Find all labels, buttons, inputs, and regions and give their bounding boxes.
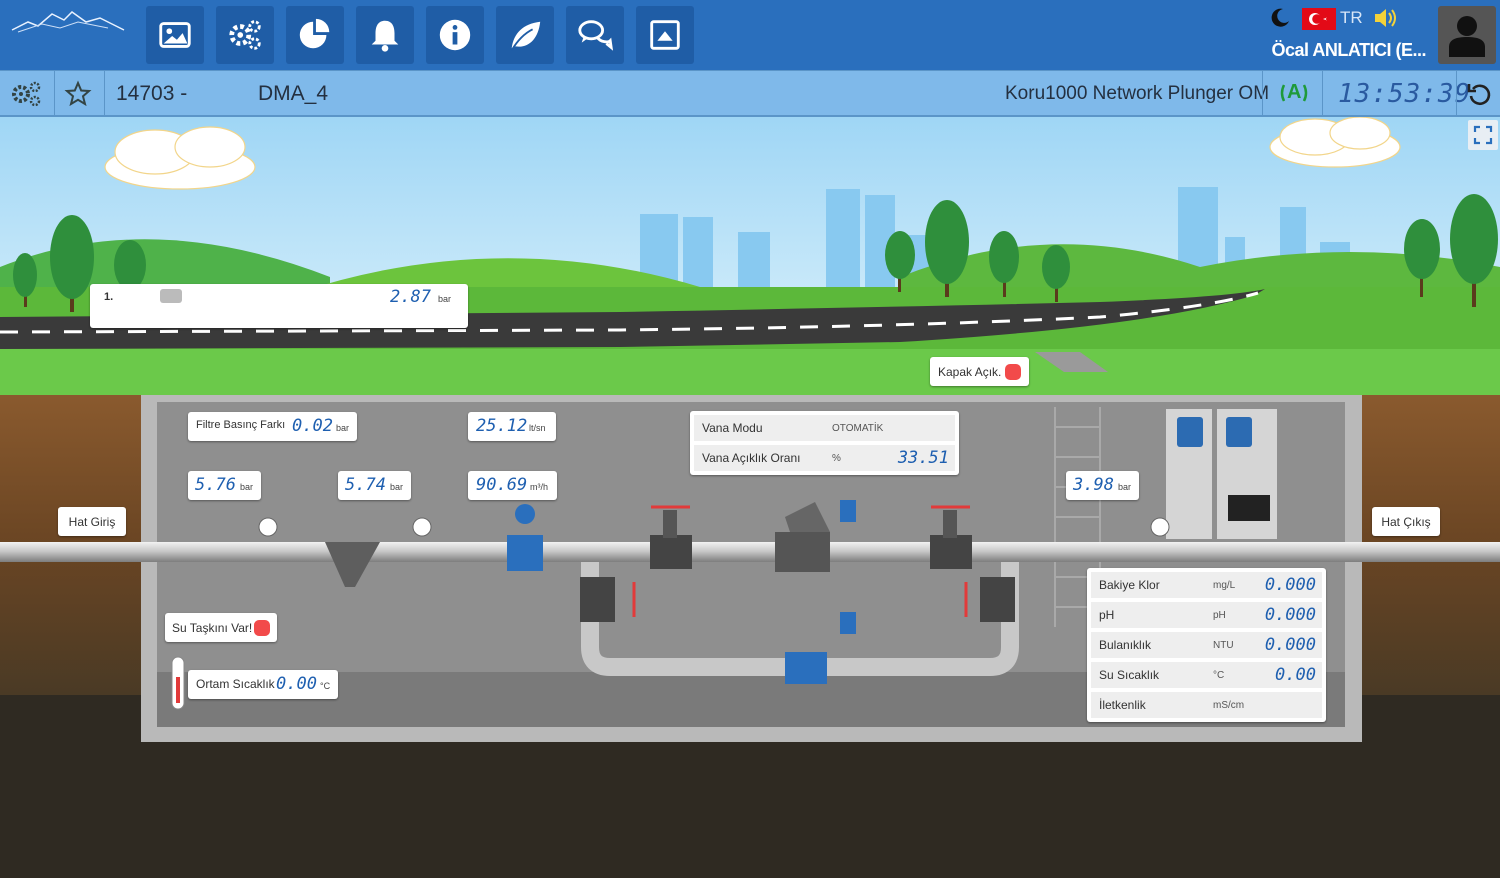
settings-button[interactable] — [216, 6, 274, 64]
water-temp-value: 0.00 — [1275, 665, 1316, 685]
flow-rate-panel: 25.12 lt/sn — [468, 412, 556, 441]
pressure-2-panel: 5.74 bar — [338, 471, 411, 500]
leaf-icon — [510, 21, 541, 51]
signal-indicator: A — [1278, 71, 1310, 116]
total-flow-panel: 90.69 m³/h — [468, 471, 557, 500]
moon-icon[interactable] — [1268, 6, 1292, 30]
flow-rate-value: 25.12 — [476, 416, 528, 436]
flood-status-panel[interactable]: Su Taşkını Var! — [165, 613, 277, 642]
signal-label: A — [1287, 81, 1302, 103]
quality-row: pH pH 0.000 — [1091, 602, 1322, 628]
total-flow-value: 90.69 — [476, 475, 528, 495]
valve-mode-row: Vana Modu OTOMATİK — [694, 415, 955, 441]
pressure-3-value: 3.98 — [1073, 475, 1114, 495]
antenna-signal-icon — [1280, 83, 1308, 102]
info-icon — [439, 19, 471, 51]
pie-chart-icon — [299, 18, 330, 49]
expand-icon — [1473, 125, 1493, 145]
turkey-flag-icon[interactable] — [1302, 8, 1336, 30]
favorite-button[interactable] — [64, 71, 92, 116]
quality-row: Su Sıcaklık °C 0.00 — [1091, 662, 1322, 688]
quality-row: Bulanıklık NTU 0.000 — [1091, 632, 1322, 658]
language-code[interactable]: TR — [1340, 8, 1363, 27]
refresh-icon — [1467, 83, 1491, 105]
user-avatar[interactable] — [1438, 6, 1496, 64]
top-right-controls: TR — [1268, 6, 1428, 30]
window-button[interactable] — [636, 6, 694, 64]
mountain-logo-icon — [11, 11, 125, 33]
bell-icon — [371, 20, 399, 52]
clock: 13:53:39 — [1338, 78, 1472, 109]
filter-diff-panel: Filtre Basınç Farkı 0.02 bar — [188, 412, 357, 441]
eco-button[interactable] — [496, 6, 554, 64]
station-settings-button[interactable] — [10, 71, 42, 116]
station-bar: 14703 - DMA_4 Koru1000 Network Plunger O… — [0, 70, 1500, 117]
turbidity-value: 0.000 — [1264, 635, 1316, 655]
flood-status-led — [254, 619, 270, 636]
lid-status-led — [1005, 363, 1021, 380]
gears-icon — [12, 81, 41, 106]
pressure-2-value: 5.74 — [345, 475, 386, 495]
lid-status-panel[interactable]: Kapak Açık. — [930, 357, 1029, 386]
residual-chlorine-value: 0.000 — [1264, 575, 1316, 595]
lid-status-label: Kapak Açık. — [938, 364, 1002, 379]
line-out-label: Hat Çıkış — [1372, 507, 1440, 536]
road-sensor-unit: bar — [438, 294, 452, 304]
flood-status-label: Su Taşkını Var! — [172, 620, 253, 635]
gears-icon — [229, 20, 261, 50]
user-name[interactable]: Öcal ANLATICI (E... — [1271, 40, 1426, 60]
fullscreen-button[interactable] — [1468, 120, 1498, 150]
road-sensor-value: 2.87 — [390, 287, 431, 307]
ambient-temp-value: 0.00 — [276, 674, 317, 694]
gallery-button[interactable] — [146, 6, 204, 64]
device-name: Koru1000 Network Plunger OM — [1005, 82, 1270, 104]
water-quality-panel: Bakiye Klor mg/L 0.000 pH pH 0.000 Bulan… — [1087, 568, 1326, 722]
refresh-button[interactable] — [1466, 71, 1492, 116]
quality-row: İletkenlik mS/cm — [1091, 692, 1322, 718]
valve-ratio-value: 33.51 — [897, 448, 949, 468]
pressure-1-value: 5.76 — [195, 475, 236, 495]
road-sensor-label: 1. — [104, 291, 114, 303]
chat-icon — [578, 20, 614, 51]
station-id: 14703 - — [116, 81, 188, 105]
pressure-3-panel: 3.98 bar — [1066, 471, 1139, 500]
volume-icon[interactable] — [1372, 6, 1398, 30]
image-icon — [159, 22, 191, 48]
pressure-1-panel: 5.76 bar — [188, 471, 261, 500]
filter-diff-value: 0.02 — [292, 416, 333, 436]
top-bar: TR Öcal ANLATICI (E... — [0, 0, 1500, 70]
alarms-button[interactable] — [356, 6, 414, 64]
ph-value: 0.000 — [1264, 605, 1316, 625]
ambient-temp-panel: Ortam Sıcaklık 0.00 °C — [188, 670, 338, 699]
road-sensor-panel[interactable]: 1. 2.87 bar — [90, 284, 468, 328]
station-name: DMA_4 — [258, 81, 329, 105]
line-in-label: Hat Giriş — [58, 507, 126, 536]
info-button[interactable] — [426, 6, 484, 64]
reports-button[interactable] — [286, 6, 344, 64]
valve-ratio-row: Vana Açıklık Oranı % 33.51 — [694, 445, 955, 471]
star-icon — [64, 79, 92, 106]
scada-scene: 1. 2.87 bar Kapak Açık. Hat Giriş Hat Çı… — [0, 117, 1500, 878]
user-icon — [1449, 16, 1485, 57]
messages-button[interactable] — [566, 6, 624, 64]
valve-panel[interactable]: Vana Modu OTOMATİK Vana Açıklık Oranı % … — [690, 411, 959, 475]
valve-mode-value: OTOMATİK — [832, 422, 884, 434]
window-icon — [650, 20, 680, 50]
quality-row: Bakiye Klor mg/L 0.000 — [1091, 572, 1322, 598]
road-sensor-indicator — [160, 289, 182, 303]
